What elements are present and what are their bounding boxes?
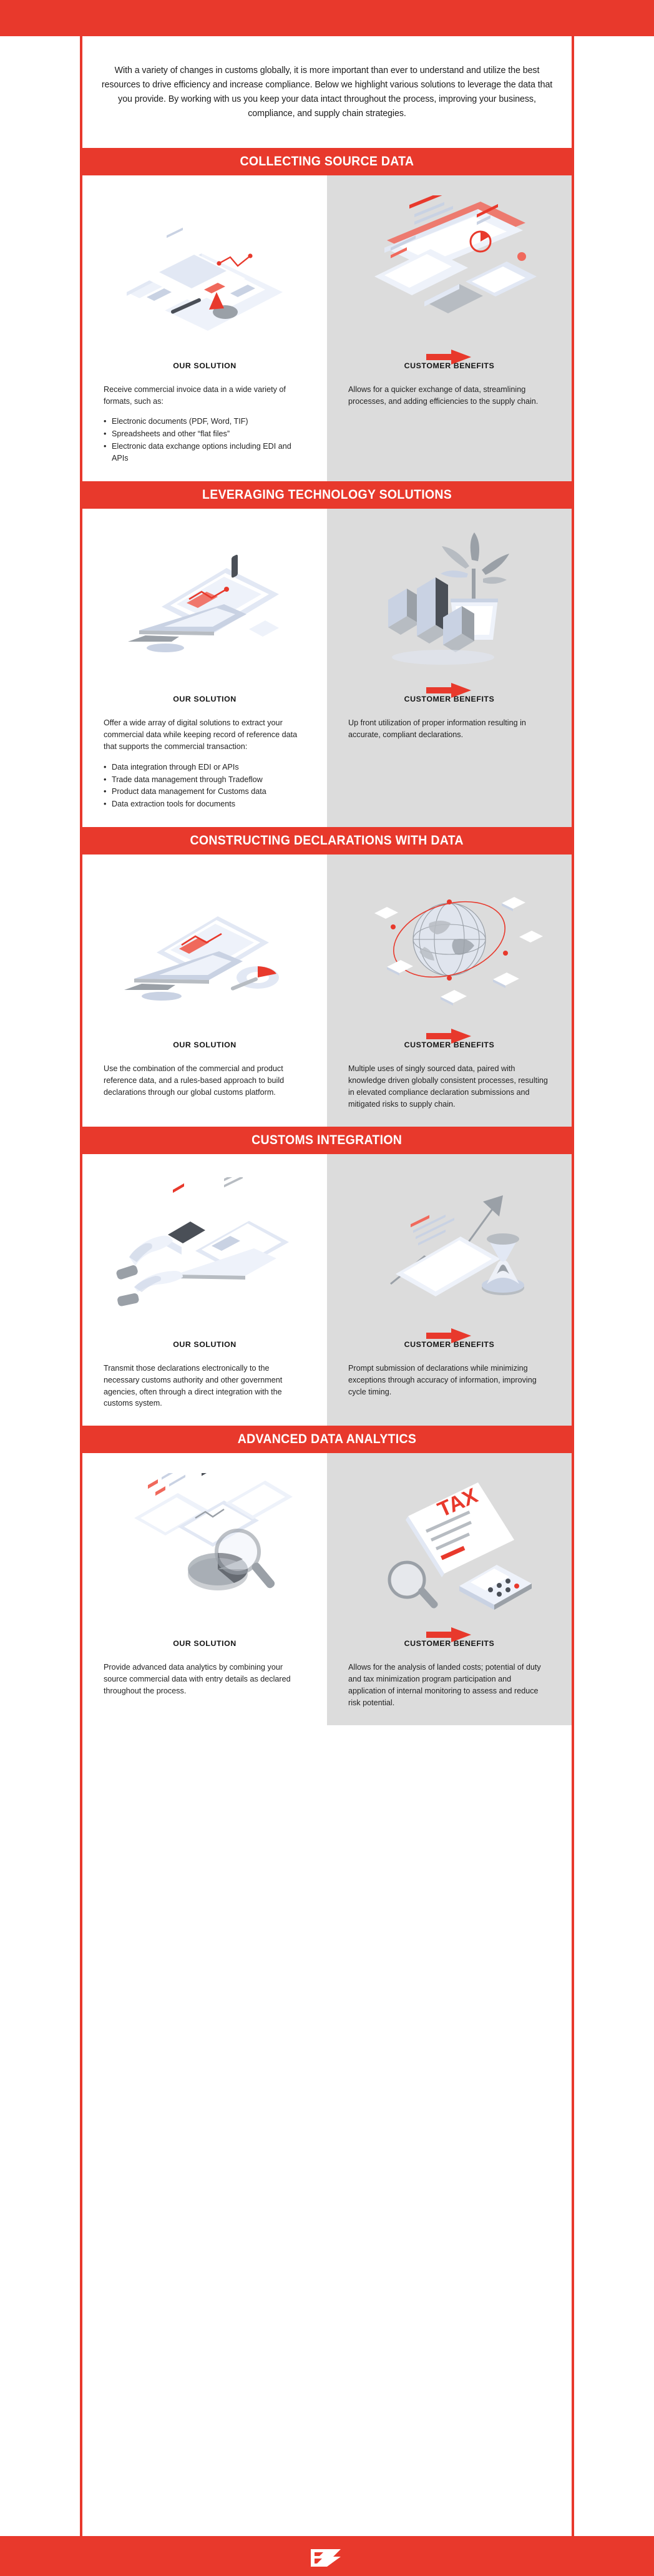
desk-documents-isometric-illustration xyxy=(82,175,327,356)
flag-mark-logo xyxy=(311,2549,341,2567)
benefits-text: Multiple uses of singly sourced data, pa… xyxy=(327,1049,572,1110)
arrow-icon xyxy=(426,349,472,365)
list-item: Data integration through EDI or APIs xyxy=(104,762,306,773)
customer-benefits-label: CUSTOMER BENEFITS xyxy=(404,1639,495,1648)
laptop-chart-isometric-illustration xyxy=(82,509,327,690)
our-solution-label: OUR SOLUTION xyxy=(173,361,237,370)
solution-text: Use the combination of the commercial an… xyxy=(82,1049,327,1099)
arrow-icon xyxy=(426,1627,472,1643)
benefits-intro: Up front utilization of proper informati… xyxy=(348,718,526,739)
benefits-text: Allows for the analysis of landed costs;… xyxy=(327,1648,572,1709)
solution-column: OUR SOLUTION Receive commercial invoice … xyxy=(82,175,327,481)
benefits-intro: Multiple uses of singly sourced data, pa… xyxy=(348,1064,548,1109)
list-item: Electronic documents (PDF, Word, TIF) xyxy=(104,416,306,428)
our-solution-label: OUR SOLUTION xyxy=(173,694,237,703)
solution-column: OUR SOLUTION Use the combination of the … xyxy=(82,855,327,1127)
section-header-advanced-data-analytics: ADVANCED DATA ANALYTICS xyxy=(82,1426,572,1454)
solution-intro: Transmit those declarations electronical… xyxy=(104,1363,283,1408)
solution-column: OUR SOLUTION Offer a wide array of digit… xyxy=(82,508,327,828)
benefits-column: CUSTOMER BENEFITS Prompt submission of d… xyxy=(327,1153,572,1426)
globe-network-isometric-illustration xyxy=(327,855,572,1036)
arrow-icon xyxy=(426,1028,472,1044)
benefits-text: Up front utilization of proper informati… xyxy=(327,703,572,741)
section-title: CUSTOMS INTEGRATION xyxy=(251,1132,403,1147)
customer-benefits-label: CUSTOMER BENEFITS xyxy=(404,1339,495,1349)
solution-bullets: Electronic documents (PDF, Word, TIF) Sp… xyxy=(104,416,306,464)
our-solution-label: OUR SOLUTION xyxy=(173,1041,237,1050)
arrow-icon xyxy=(426,682,472,698)
benefits-intro: Allows for a quicker exchange of data, s… xyxy=(348,384,539,406)
section-header-constructing-declarations-with-data: CONSTRUCTING DECLARATIONS WITH DATA xyxy=(82,827,572,855)
section-body-advanced-data-analytics: OUR SOLUTION Provide advanced data analy… xyxy=(82,1453,572,1725)
section-body-collecting-source-data: OUR SOLUTION Receive commercial invoice … xyxy=(82,175,572,481)
list-item: Data extraction tools for documents xyxy=(104,798,306,810)
customer-benefits-label: CUSTOMER BENEFITS xyxy=(404,1041,495,1050)
section-title: CONSTRUCTING DECLARATIONS WITH DATA xyxy=(190,833,464,848)
solution-intro: Offer a wide array of digital solutions … xyxy=(104,718,298,751)
solution-bullets: Data integration through EDI or APIs Tra… xyxy=(104,762,306,811)
clipboard-pie-magnifier-isometric-illustration xyxy=(82,1453,327,1634)
solution-column: OUR SOLUTION Provide advanced data analy… xyxy=(82,1453,327,1725)
solution-text: Offer a wide array of digital solutions … xyxy=(82,703,327,810)
content-column: With a variety of changes in customs glo… xyxy=(80,36,574,2536)
top-red-band xyxy=(0,0,654,36)
list-item: Product data management for Customs data xyxy=(104,786,306,798)
solution-intro: Provide advanced data analytics by combi… xyxy=(104,1663,291,1696)
benefits-column: TAX xyxy=(327,1453,572,1725)
section-title: LEVERAGING TECHNOLOGY SOLUTIONS xyxy=(202,487,452,502)
our-solution-label: OUR SOLUTION xyxy=(173,1639,237,1648)
section-header-customs-integration: CUSTOMS INTEGRATION xyxy=(82,1126,572,1154)
list-item: Electronic data exchange options includi… xyxy=(104,441,306,464)
section-header-leveraging-technology-solutions: LEVERAGING TECHNOLOGY SOLUTIONS xyxy=(82,481,572,509)
dashboard-screen-isometric-illustration xyxy=(327,175,572,356)
solution-column: OUR SOLUTION Transmit those declarations… xyxy=(82,1153,327,1426)
laptop-donut-chart-isometric-illustration xyxy=(82,855,327,1036)
benefits-text: Prompt submission of declarations while … xyxy=(327,1349,572,1398)
solution-intro: Receive commercial invoice data in a wid… xyxy=(104,384,286,406)
bottom-red-band xyxy=(0,2536,654,2576)
solution-text: Provide advanced data analytics by combi… xyxy=(82,1648,327,1697)
section-body-constructing-declarations-with-data: OUR SOLUTION Use the combination of the … xyxy=(82,855,572,1127)
our-solution-label: OUR SOLUTION xyxy=(173,1339,237,1349)
list-item: Trade data management through Tradeflow xyxy=(104,774,306,786)
customer-benefits-label: CUSTOMER BENEFITS xyxy=(404,361,495,370)
solution-intro: Use the combination of the commercial an… xyxy=(104,1064,285,1097)
bar-chart-plant-isometric-illustration xyxy=(327,509,572,690)
intro-block: With a variety of changes in customs glo… xyxy=(82,36,572,148)
benefits-column: CUSTOMER BENEFITS Up front utilization o… xyxy=(327,508,572,828)
list-item: Spreadsheets and other “flat files” xyxy=(104,428,306,440)
section-body-customs-integration: OUR SOLUTION Transmit those declarations… xyxy=(82,1153,572,1426)
solution-text: Receive commercial invoice data in a wid… xyxy=(82,370,327,464)
customer-benefits-label: CUSTOMER BENEFITS xyxy=(404,694,495,703)
benefits-column: CUSTOMER BENEFITS Multiple uses of singl… xyxy=(327,855,572,1127)
section-title: COLLECTING SOURCE DATA xyxy=(240,154,414,169)
arrow-icon xyxy=(426,1328,472,1344)
benefits-column: CUSTOMER BENEFITS Allows for a quicker e… xyxy=(327,175,572,481)
benefits-intro: Allows for the analysis of landed costs;… xyxy=(348,1663,541,1707)
document-hourglass-growth-isometric-illustration xyxy=(327,1154,572,1335)
section-title: ADVANCED DATA ANALYTICS xyxy=(237,1432,417,1447)
solution-text: Transmit those declarations electronical… xyxy=(82,1349,327,1410)
intro-paragraph: With a variety of changes in customs glo… xyxy=(101,66,553,119)
hands-phone-laptop-isometric-illustration xyxy=(82,1154,327,1335)
section-header-collecting-source-data: COLLECTING SOURCE DATA xyxy=(82,147,572,175)
section-body-leveraging-technology-solutions: OUR SOLUTION Offer a wide array of digit… xyxy=(82,508,572,828)
benefits-text: Allows for a quicker exchange of data, s… xyxy=(327,370,572,408)
tax-document-calculator-isometric-illustration: TAX xyxy=(327,1453,572,1634)
benefits-intro: Prompt submission of declarations while … xyxy=(348,1363,537,1396)
